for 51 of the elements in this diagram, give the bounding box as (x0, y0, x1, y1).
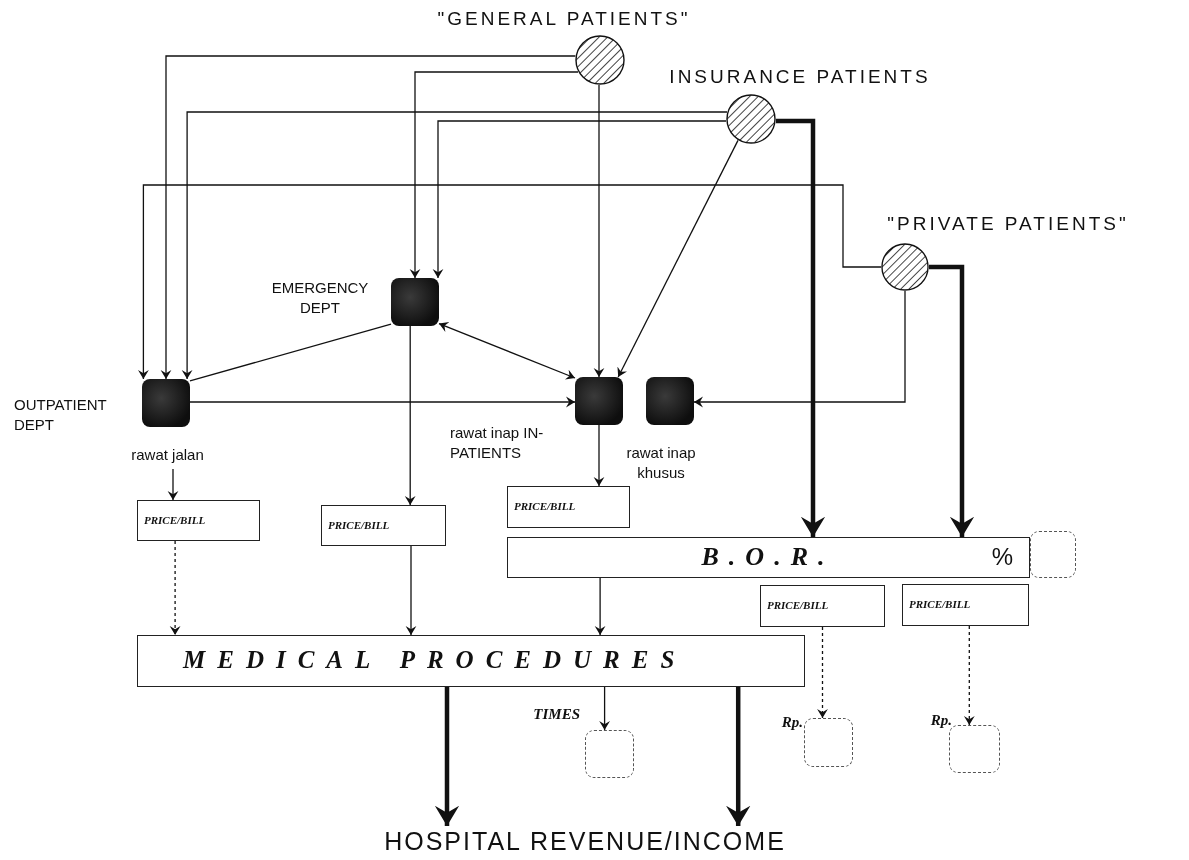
arrow (432, 120, 727, 279)
bill-label: PRICE/BILL (143, 513, 207, 528)
bill-box (760, 585, 885, 627)
arrow (405, 545, 417, 636)
arrow (963, 625, 975, 726)
arrow (594, 577, 606, 636)
department-label: rawat inap khusus (625, 443, 697, 483)
department-label: rawat inap IN-PATIENTS (450, 423, 545, 463)
arrow (817, 626, 828, 719)
bor-bar (507, 537, 1030, 578)
arrow (617, 139, 739, 378)
arrow (167, 468, 179, 501)
arrow (693, 290, 906, 408)
arrow (434, 687, 460, 826)
bill-label: PRICE/BILL (327, 518, 391, 533)
arrow (169, 540, 181, 636)
bill-label: PRICE/BILL (766, 598, 830, 613)
arrow (593, 424, 605, 487)
arrow (181, 111, 728, 380)
group-label: "PRIVATE PATIENTS" (886, 213, 1130, 235)
bill-label: PRICE/BILL (908, 597, 972, 612)
percent-sign: % (990, 542, 1013, 572)
arrow (138, 184, 882, 380)
group-label: INSURANCE PATIENTS (668, 66, 932, 88)
arrow (404, 325, 416, 506)
arrow (438, 321, 576, 380)
arrow (189, 396, 576, 408)
arrow (726, 687, 751, 826)
result-label: HOSPITAL REVENUE/INCOME (383, 826, 787, 856)
arrow (409, 71, 579, 279)
side-note: TIMES (532, 705, 580, 724)
bor-label: B.O.R. (700, 542, 836, 572)
department-label: EMERGENCY DEPT (270, 278, 370, 318)
department-label: rawat jalan (130, 445, 205, 465)
arrow (599, 686, 610, 731)
arrow (160, 55, 576, 380)
arrow (775, 118, 826, 537)
procedures-label: MEDICAL PROCEDURES (183, 645, 688, 675)
procedures-bar (137, 635, 805, 687)
bill-box (137, 500, 260, 541)
arrow (593, 84, 605, 378)
connector-line (189, 323, 392, 382)
group-label: "GENERAL PATIENTS" (436, 8, 692, 30)
department-label: OUTPATIENT DEPT (14, 395, 108, 435)
bill-box (321, 505, 446, 546)
bill-label: PRICE/BILL (513, 499, 577, 514)
bill-box (507, 486, 630, 528)
bill-box (902, 584, 1029, 626)
side-note: Rp. (780, 713, 803, 732)
arrow (929, 264, 975, 537)
side-note: Rp. (929, 711, 952, 730)
